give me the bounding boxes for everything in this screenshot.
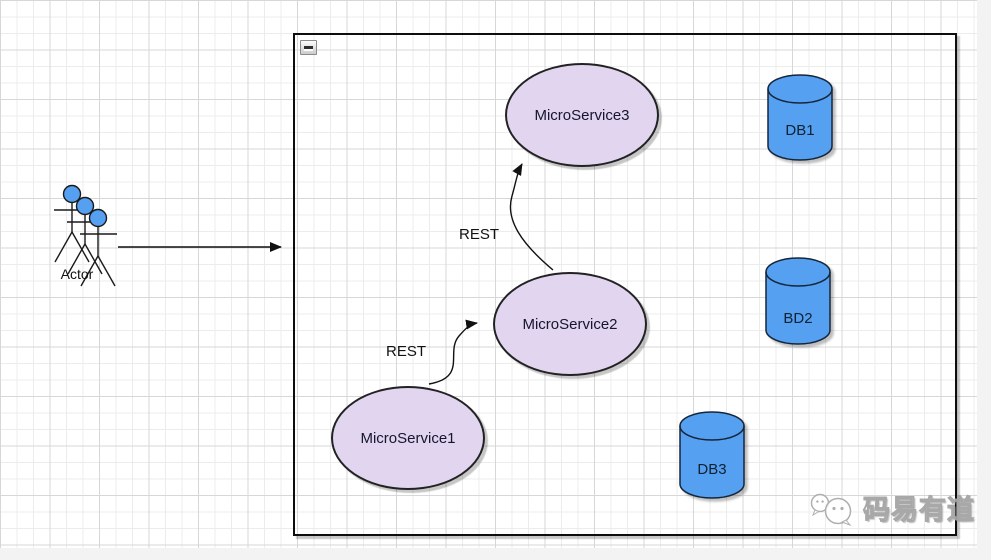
canvas-right-edge (977, 0, 991, 560)
db3-cylinder[interactable] (679, 411, 745, 499)
db1-label: DB1 (785, 122, 815, 139)
microservice1-ellipse[interactable]: MicroService1 (331, 386, 485, 490)
microservice2-ellipse[interactable]: MicroService2 (493, 272, 647, 376)
rest-connector-1[interactable] (428, 319, 478, 385)
collapse-button[interactable] (300, 40, 317, 55)
group-container[interactable] (293, 33, 957, 536)
rest-label-1: REST (386, 343, 427, 360)
bd2-label: BD2 (783, 310, 813, 327)
bd2-cylinder[interactable] (765, 257, 831, 345)
minus-icon (304, 46, 313, 49)
actor-figure-2 (67, 196, 104, 275)
microservice3-label: MicroService3 (534, 106, 630, 124)
microservice3-ellipse[interactable]: MicroService3 (505, 63, 659, 167)
actor-figure-3 (80, 208, 117, 287)
rest-label-2: REST (459, 226, 500, 243)
actor-icon[interactable] (54, 184, 117, 287)
db3-label: DB3 (697, 461, 727, 478)
actor-label: Actor (60, 266, 94, 282)
db1-cylinder[interactable] (767, 74, 833, 161)
microservice2-label: MicroService2 (522, 315, 618, 333)
rest-connector-2[interactable] (509, 163, 554, 271)
microservice1-label: MicroService1 (360, 429, 456, 447)
canvas-bottom-edge (0, 548, 991, 560)
actor-figure-1 (54, 184, 91, 263)
